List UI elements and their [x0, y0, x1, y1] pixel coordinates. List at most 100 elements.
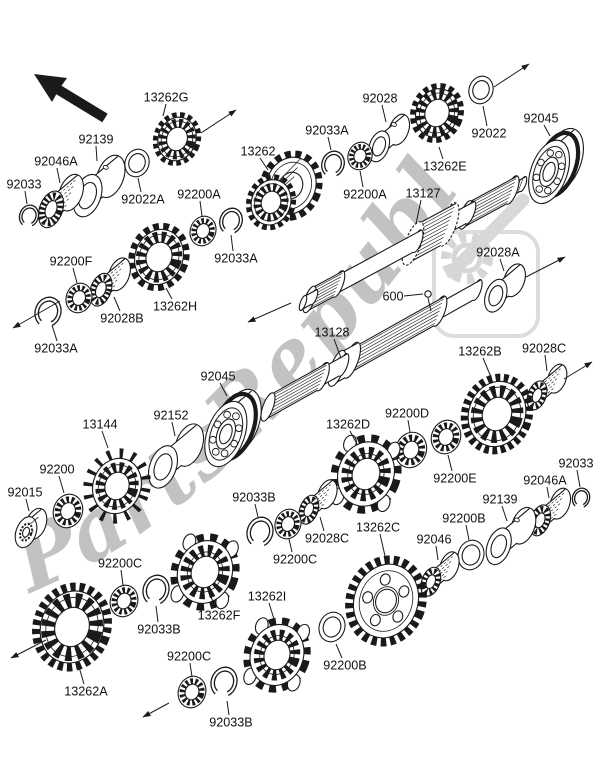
part-label-92200B-48: 92200B: [323, 659, 366, 673]
leader-line: [482, 105, 488, 127]
bearing-92045-output: [204, 388, 262, 468]
washer-92200A-1: [189, 215, 217, 247]
bearing-92046: [420, 551, 460, 597]
leader-line: [333, 338, 342, 359]
leader-line: [113, 296, 121, 312]
part-label-92033A-7: 92033A: [214, 252, 258, 266]
part-label-92152-25: 92152: [153, 409, 188, 423]
part-label-600-16: 600: [382, 290, 403, 304]
leader-line: [465, 524, 470, 541]
leader-line: [189, 662, 193, 678]
washer-92200E: [430, 419, 462, 455]
leader-line: [438, 146, 444, 160]
part-label-92200C-41: 92200C: [98, 557, 142, 571]
pin-dot: [424, 290, 432, 298]
leader-line: [501, 505, 508, 522]
washer-92200C-mid: [274, 508, 302, 540]
part-label-92033A-8: 92033A: [305, 124, 349, 138]
circlip-92033-input: [18, 204, 40, 228]
leader-line: [576, 469, 581, 488]
part-label-13262F-43: 13262F: [198, 609, 241, 623]
leader-line: [219, 382, 228, 397]
part-label-13262B-22: 13262B: [458, 345, 501, 359]
part-label-92139-38: 92139: [482, 493, 517, 507]
part-label-13128-17: 13128: [314, 326, 349, 340]
leader-line: [268, 602, 275, 620]
gear-13262G: [152, 112, 202, 166]
part-label-13144-26: 13144: [82, 418, 117, 432]
washer-92022: [468, 75, 494, 105]
input-shaft-13127: [298, 175, 528, 314]
leader-line: [327, 136, 332, 151]
parts: [14, 75, 591, 709]
circlip-92033A-2: [321, 150, 345, 178]
shaft-direction-arrow: [200, 109, 237, 134]
leader-line: [544, 354, 548, 372]
washer-92200F: [65, 282, 93, 314]
washer-92200C-bottom: [177, 675, 207, 709]
part-label-92200B-37: 92200B: [442, 512, 485, 526]
part-label-92046A-2: 92046A: [34, 155, 78, 169]
leader-line: [254, 503, 259, 518]
washer-92200C-left: [109, 584, 139, 618]
leader-line: [78, 666, 85, 685]
gear-13262H: [128, 222, 190, 292]
shaft-direction-arrow: [12, 300, 61, 329]
part-label-92200-27: 92200: [39, 463, 74, 477]
bearing-92028C-mid: [298, 479, 338, 525]
leader-line: [165, 287, 173, 300]
part-label-92200F-19: 92200F: [50, 255, 93, 269]
leader-line: [171, 421, 176, 437]
part-label-92033B-42: 92033B: [137, 623, 180, 637]
washer-92200A-2: [347, 141, 373, 171]
part-label-13262G-0: 13262G: [144, 91, 189, 105]
shaft-direction-arrow: [493, 63, 530, 88]
washer-92200B-left: [318, 611, 346, 643]
shaft-direction-arrow: [563, 361, 593, 380]
leader-line: [199, 200, 203, 217]
leader-line: [499, 258, 505, 272]
leader-line: [543, 124, 551, 137]
gear-13262C: [345, 555, 427, 647]
part-label-13262H-21: 13262H: [153, 300, 197, 314]
part-label-92200E-31: 92200E: [433, 472, 476, 486]
leader-line: [51, 324, 58, 342]
part-label-92033B-47: 92033B: [209, 716, 252, 730]
circlip-92033A-1: [219, 207, 243, 235]
leader-line: [155, 605, 159, 623]
leader-line: [415, 199, 422, 225]
leader-line: [407, 419, 411, 433]
part-label-92028-10: 92028: [362, 92, 397, 106]
shaft-direction-arrow: [10, 639, 47, 659]
leader-line: [209, 594, 217, 609]
part-label-92200D-30: 92200D: [385, 407, 429, 421]
part-label-92028C-33: 92028C: [305, 532, 349, 546]
leader-line: [335, 643, 343, 659]
part-label-92022A-4: 92022A: [121, 193, 165, 207]
gear-13262-cluster: [245, 150, 323, 231]
bearing-92028B: [89, 257, 131, 307]
watermark-gear-icon: [441, 232, 493, 284]
leader-line: [24, 190, 28, 205]
part-label-92022-12: 92022: [471, 127, 506, 141]
bushing-92028: [367, 113, 411, 163]
part-label-92139-1: 92139: [78, 133, 113, 147]
circlip-92033-right: [571, 487, 591, 509]
watermark-swoosh: [445, 193, 530, 279]
part-label-13262D-29: 13262D: [326, 418, 370, 432]
leader-line: [435, 545, 439, 561]
part-label-92200A-5: 92200A: [177, 188, 221, 202]
leader-line: [259, 157, 269, 171]
leader-line: [288, 538, 293, 553]
bearing-92046A-input: [37, 173, 85, 229]
bushing-92152: [147, 423, 205, 489]
gear-13262B: [460, 373, 534, 455]
gear-13262D: [330, 434, 402, 514]
part-label-13262A-45: 13262A: [64, 685, 108, 699]
leader-line: [349, 430, 358, 445]
bushing-92139-right: [485, 506, 537, 566]
circlip-92033A-3: [34, 296, 62, 328]
